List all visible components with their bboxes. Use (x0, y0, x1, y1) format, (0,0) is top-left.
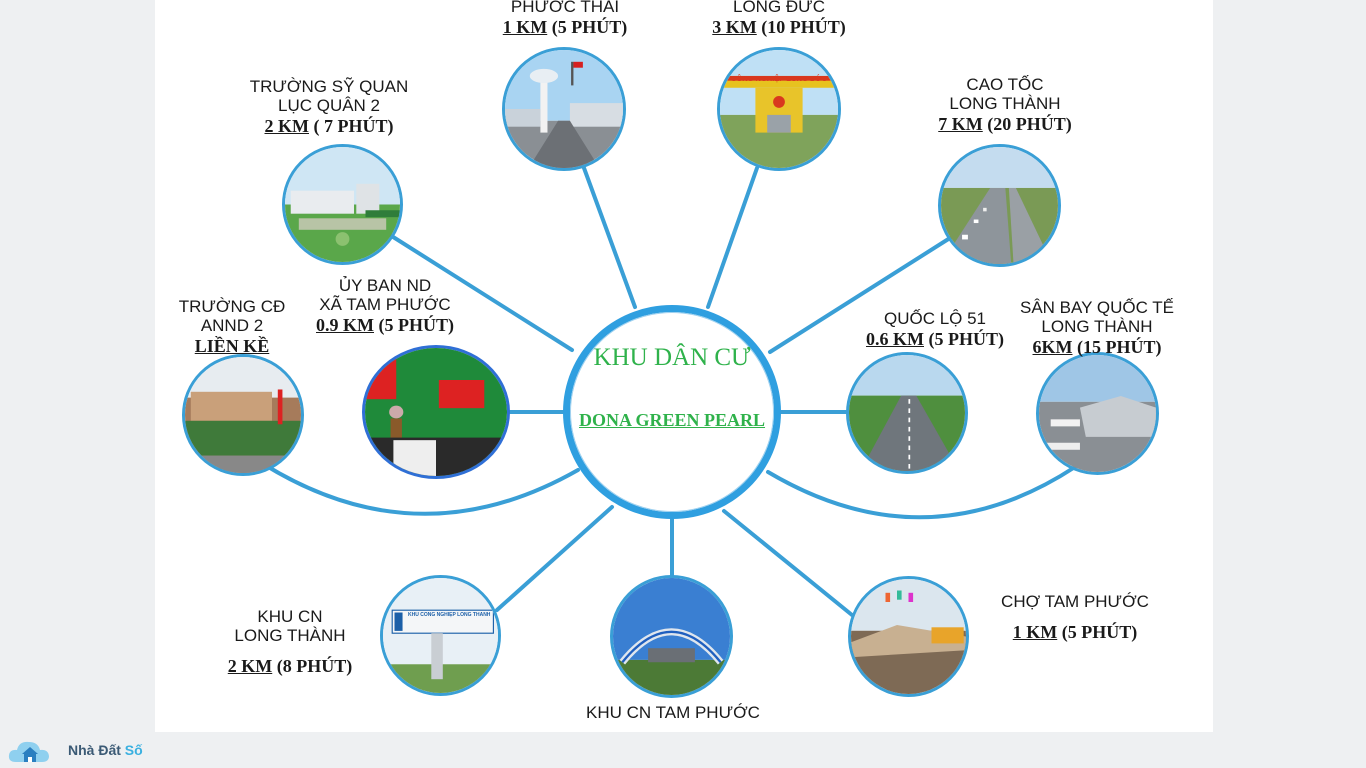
photo-quoc-lo-51 (846, 352, 968, 474)
logo-text: Nhà Đất Số (68, 742, 143, 758)
photo-truong-sy-quan (282, 144, 403, 265)
label-cho-tam-phuoc-line1: CHỢ TAM PHƯỚC (1001, 592, 1149, 611)
photo-phuoc-thai (502, 47, 626, 171)
label-cao-toc-line1: CAO TỐC (966, 75, 1044, 94)
label-khu-cn-tam-phuoc-line1: KHU CN TAM PHƯỚC (586, 703, 760, 722)
label-cao-toc: CAO TỐC LONG THÀNH 7 KM (20 PHÚT) (910, 75, 1100, 135)
label-uy-ban: ỦY BAN ND XÃ TAM PHƯỚC 0.9 KM (5 PHÚT) (290, 276, 480, 336)
khu-cn-long-thanh-sign-text: KHU CÔNG NGHIỆP LONG THÀNH (408, 612, 491, 618)
label-truong-cd-line1: TRƯỜNG CĐ (178, 297, 286, 316)
line-khu-cn-lt (495, 505, 614, 612)
label-san-bay: SÂN BAY QUỐC TẾ LONG THÀNH 6KM (15 PHÚT) (1000, 298, 1194, 358)
photo-truong-cd (182, 354, 304, 476)
label-long-duc: LONG ĐỨC 3 KM (10 PHÚT) (684, 0, 874, 38)
line-truong-sy-quan (388, 233, 574, 352)
label-cho-tam-phuoc: CHỢ TAM PHƯỚC 1 KM (5 PHÚT) (980, 592, 1170, 643)
line-phuoc-thai (582, 166, 637, 309)
photo-uy-ban (362, 345, 510, 479)
photo-khu-cn-tam-phuoc (610, 575, 733, 698)
line-truong-cd (263, 463, 580, 516)
label-truong-cd: TRƯỜNG CĐ ANND 2 LIỀN KỀ (142, 297, 322, 357)
long-duc-sign-text: CÔNG NGHIỆP LONG ĐỨC (730, 74, 828, 83)
label-truong-sy-quan-distance: 2 KM ( 7 PHÚT) (264, 116, 394, 136)
label-truong-sy-quan: TRƯỜNG SỸ QUAN LỤC QUÂN 2 2 KM ( 7 PHÚT) (234, 77, 424, 137)
label-cao-toc-line2: LONG THÀNH (949, 94, 1061, 113)
label-phuoc-thai-distance: 1 KM (5 PHÚT) (502, 17, 628, 37)
label-san-bay-distance: 6KM (15 PHÚT) (1032, 337, 1162, 357)
label-quoc-lo-51-distance: 0.6 KM (5 PHÚT) (866, 329, 1004, 349)
photo-long-duc (717, 47, 841, 171)
label-san-bay-line1: SÂN BAY QUỐC TẾ (1020, 298, 1174, 317)
label-san-bay-line2: LONG THÀNH (1041, 317, 1153, 336)
label-truong-sy-quan-line1: TRƯỜNG SỸ QUAN (249, 77, 409, 96)
label-khu-cn-tam-phuoc: KHU CN TAM PHƯỚC (578, 703, 768, 722)
center-inner-ring (570, 312, 774, 512)
label-quoc-lo-51: QUỐC LỘ 51 0.6 KM (5 PHÚT) (840, 309, 1030, 350)
label-khu-cn-long-thanh-distance: 2 KM (8 PHÚT) (227, 656, 353, 676)
label-truong-sy-quan-line2: LỤC QUÂN 2 (277, 96, 381, 115)
nha-dat-so-logo: Nhà Đất Số (6, 733, 143, 767)
line-cao-toc (768, 236, 952, 354)
line-long-duc (706, 166, 759, 309)
label-cho-tam-phuoc-distance: 1 KM (5 PHÚT) (1012, 622, 1138, 642)
label-phuoc-thai: PHƯỚC THÁI 1 KM (5 PHÚT) (470, 0, 660, 38)
label-khu-cn-long-thanh-line1: KHU CN (257, 607, 323, 626)
label-long-duc-distance: 3 KM (10 PHÚT) (712, 17, 846, 37)
label-uy-ban-line2: XÃ TAM PHƯỚC (319, 295, 451, 314)
center-title: KHU DÂN CƯ (593, 344, 751, 371)
label-long-duc-line1: LONG ĐỨC (733, 0, 825, 16)
label-quoc-lo-51-line1: QUỐC LỘ 51 (883, 309, 987, 328)
photo-cao-toc (938, 144, 1061, 267)
label-khu-cn-long-thanh-line2: LONG THÀNH (234, 626, 346, 645)
photo-khu-cn-long-thanh (380, 575, 501, 696)
label-uy-ban-distance: 0.9 KM (5 PHÚT) (316, 315, 454, 335)
label-khu-cn-long-thanh: KHU CN LONG THÀNH 2 KM (8 PHÚT) (195, 607, 385, 677)
photo-san-bay (1036, 352, 1159, 475)
label-truong-cd-line2: ANND 2 (200, 316, 264, 335)
label-uy-ban-line1: ỦY BAN ND (338, 276, 432, 295)
label-phuoc-thai-line1: PHƯỚC THÁI (510, 0, 620, 16)
label-truong-cd-distance: LIỀN KỀ (194, 336, 270, 356)
label-cao-toc-distance: 7 KM (20 PHÚT) (938, 114, 1072, 134)
line-san-bay (766, 465, 1077, 520)
cloud-house-icon (8, 741, 49, 762)
center-project-name: DONA GREEN PEARL (578, 410, 766, 430)
line-cho (722, 509, 854, 617)
photo-cho-tam-phuoc (848, 576, 969, 697)
